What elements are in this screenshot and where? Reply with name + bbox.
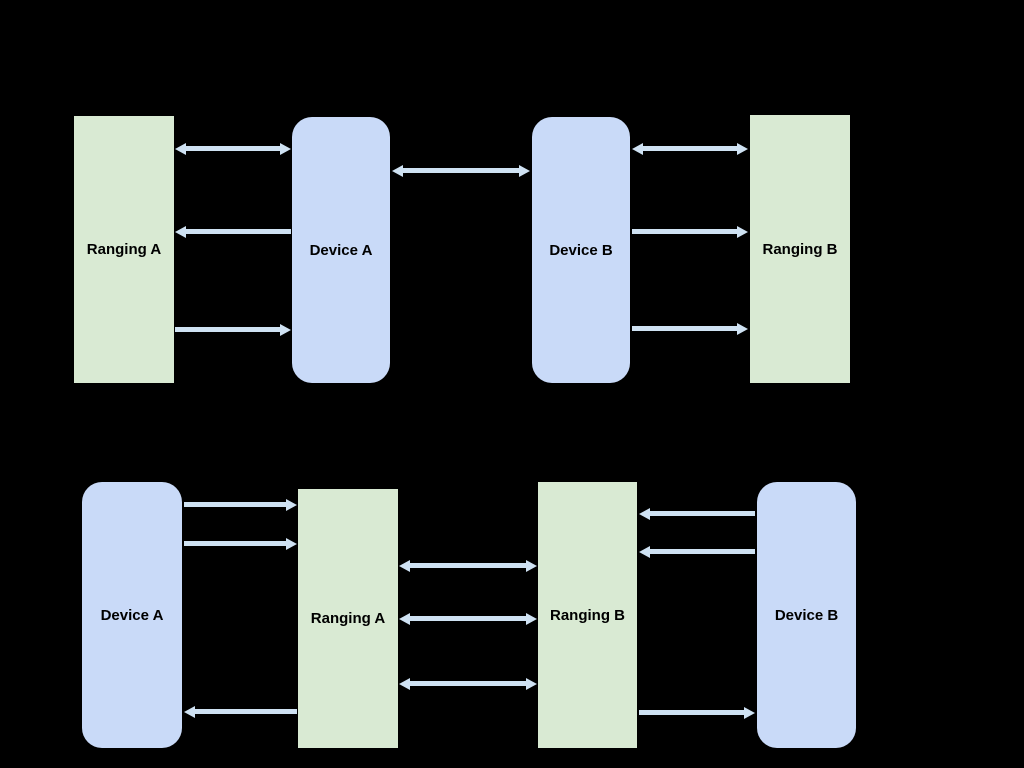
right-arrow-icon: [184, 537, 297, 550]
box-top-device-b: Device B: [532, 117, 630, 383]
left-arrow-icon: [184, 705, 297, 718]
box-label: Device A: [100, 606, 164, 624]
double-arrow-icon: [399, 559, 537, 572]
double-arrow-icon: [399, 612, 537, 625]
right-arrow-icon: [632, 225, 748, 238]
box-top-ranging-a: Ranging A: [74, 116, 174, 383]
right-arrow-icon: [184, 498, 297, 511]
box-bottom-ranging-b: Ranging B: [538, 482, 637, 748]
box-bottom-ranging-a: Ranging A: [298, 489, 398, 748]
box-label: Ranging B: [762, 240, 838, 258]
right-arrow-icon: [639, 706, 755, 719]
box-label: Device A: [309, 241, 373, 259]
box-top-ranging-b: Ranging B: [750, 115, 850, 383]
double-arrow-icon: [399, 677, 537, 690]
box-bottom-device-a: Device A: [82, 482, 182, 748]
box-label: Device B: [549, 241, 613, 259]
left-arrow-icon: [639, 545, 755, 558]
box-top-device-a: Device A: [292, 117, 390, 383]
box-label: Ranging A: [86, 241, 162, 258]
left-arrow-icon: [639, 507, 755, 520]
right-arrow-icon: [175, 323, 291, 336]
right-arrow-icon: [632, 322, 748, 335]
box-label: Device B: [774, 606, 839, 624]
box-label: Ranging A: [310, 610, 386, 627]
box-bottom-device-b: Device B: [757, 482, 856, 748]
box-label: Ranging B: [550, 606, 625, 624]
double-arrow-icon: [175, 142, 291, 155]
left-arrow-icon: [175, 225, 291, 238]
double-arrow-icon: [632, 142, 748, 155]
double-arrow-icon: [392, 164, 530, 177]
